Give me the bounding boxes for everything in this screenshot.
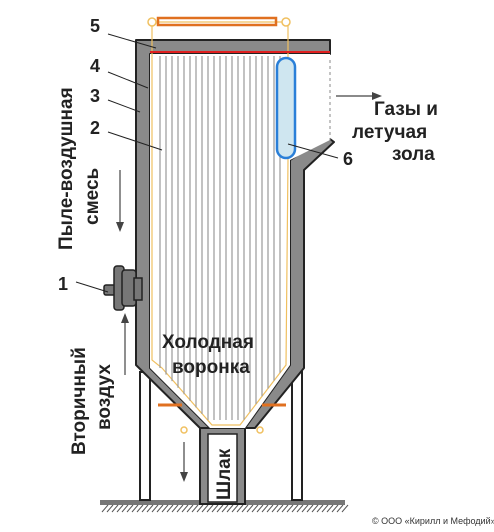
hatch-line bbox=[176, 504, 184, 513]
hatch-line bbox=[116, 504, 124, 513]
label-6: 6 bbox=[343, 149, 353, 169]
hatch-line bbox=[226, 504, 234, 513]
label-2: 2 bbox=[90, 118, 100, 138]
cold-funnel-label-line2: воронка bbox=[172, 357, 250, 378]
hatch-line bbox=[246, 504, 254, 513]
secondary-air-label-line1: Вторичный bbox=[69, 347, 90, 455]
hatch-line bbox=[191, 504, 199, 513]
hatch-line bbox=[281, 504, 289, 513]
arrow-down-icon bbox=[116, 170, 124, 232]
air-fuel-mixture-label-line2: смесь bbox=[82, 168, 103, 225]
hatch-line bbox=[171, 504, 179, 513]
label-3: 3 bbox=[90, 86, 100, 106]
hatch-line bbox=[196, 504, 204, 513]
hatch-line bbox=[121, 504, 129, 513]
label-1: 1 bbox=[58, 274, 68, 294]
cold-funnel-label-line1: Холодная bbox=[162, 332, 254, 353]
hatch-line bbox=[136, 504, 144, 513]
label-4: 4 bbox=[90, 56, 100, 76]
hatch-line bbox=[341, 504, 349, 513]
hatch-line bbox=[126, 504, 134, 513]
hatch-line bbox=[291, 504, 299, 513]
hatch-line bbox=[321, 504, 329, 513]
hatch-line bbox=[266, 504, 274, 513]
hatch-line bbox=[101, 504, 109, 513]
superheater-screen bbox=[275, 56, 297, 160]
hatch-line bbox=[146, 504, 154, 513]
hatch-line bbox=[151, 504, 159, 513]
hatch-line bbox=[286, 504, 294, 513]
hatch-line bbox=[336, 504, 344, 513]
top-collector bbox=[147, 16, 291, 27]
ground-hatch bbox=[101, 504, 349, 513]
hatch-line bbox=[311, 504, 319, 513]
arrow-up-icon bbox=[121, 313, 129, 375]
hatch-line bbox=[201, 504, 209, 513]
hatch-line bbox=[216, 504, 224, 513]
gases-label-line3: зола bbox=[392, 144, 435, 165]
copyright-text: © ООО «Кирилл и Мефодий» bbox=[372, 516, 494, 526]
hatch-line bbox=[141, 504, 149, 513]
hatch-line bbox=[166, 504, 174, 513]
hatch-line bbox=[111, 504, 119, 513]
hatch-line bbox=[306, 504, 314, 513]
hatch-line bbox=[161, 504, 169, 513]
hatch-line bbox=[231, 504, 239, 513]
hatch-line bbox=[236, 504, 244, 513]
hatch-line bbox=[256, 504, 264, 513]
air-fuel-mixture-label-line1: Пыле-воздушная bbox=[56, 87, 77, 250]
slag-label: Шлак bbox=[214, 448, 235, 500]
hatch-line bbox=[211, 504, 219, 513]
hatch-line bbox=[271, 504, 279, 513]
hatch-line bbox=[131, 504, 139, 513]
hatch-line bbox=[276, 504, 284, 513]
gases-label-line2: летучая bbox=[352, 122, 427, 143]
slag-arrow-down-icon bbox=[180, 442, 188, 482]
label-5: 5 bbox=[90, 16, 100, 36]
hatch-line bbox=[251, 504, 259, 513]
hatch-line bbox=[181, 504, 189, 513]
bottom-supports bbox=[158, 403, 286, 434]
hatch-line bbox=[301, 504, 309, 513]
hatch-line bbox=[241, 504, 249, 513]
flame-envelope bbox=[151, 21, 289, 426]
water-tube-screen bbox=[159, 56, 281, 420]
hatch-line bbox=[186, 504, 194, 513]
hatch-line bbox=[316, 504, 324, 513]
burner-icon bbox=[103, 265, 143, 311]
hatch-line bbox=[261, 504, 269, 513]
slag-chute bbox=[199, 427, 246, 505]
leader-lines bbox=[75, 33, 339, 293]
hatch-line bbox=[296, 504, 304, 513]
hatch-line bbox=[221, 504, 229, 513]
hatch-line bbox=[156, 504, 164, 513]
hatch-line bbox=[106, 504, 114, 513]
hatch-line bbox=[331, 504, 339, 513]
gases-label-line1: Газы и bbox=[374, 99, 438, 120]
hatch-line bbox=[326, 504, 334, 513]
hatch-line bbox=[206, 504, 214, 513]
secondary-air-label-line2: воздух bbox=[94, 364, 115, 430]
arrow-right-icon bbox=[336, 92, 382, 100]
